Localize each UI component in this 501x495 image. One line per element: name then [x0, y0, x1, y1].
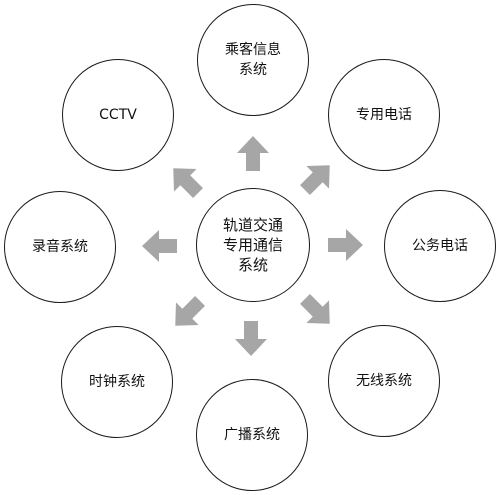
arrow-shape — [175, 296, 205, 326]
node-broadcast: 广播系统 — [196, 379, 308, 491]
arrow-up-left-icon — [173, 168, 203, 198]
node-recording: 录音系统 — [4, 191, 116, 303]
arrow-down-icon — [235, 321, 267, 356]
node-passenger-info: 乘客信息 系统 — [197, 4, 309, 116]
arrow-up-right-icon — [300, 165, 330, 195]
arrow-down-left-icon — [175, 296, 205, 326]
arrow-shape — [235, 321, 267, 356]
node-dedicated-phone: 专用电话 — [328, 59, 440, 171]
node-wireless: 无线系统 — [328, 325, 440, 437]
node-cctv: CCTV — [62, 59, 174, 171]
node-public-phone: 公务电话 — [384, 190, 496, 302]
center-node-rail-communication: 轨道交通 专用通信 系统 — [196, 188, 310, 302]
arrow-shape — [173, 168, 203, 198]
arrow-shape — [300, 165, 330, 195]
arrow-shape — [300, 294, 330, 324]
node-clock: 时钟系统 — [61, 326, 173, 438]
arrow-left-icon — [142, 230, 177, 262]
arrow-down-right-icon — [300, 294, 330, 324]
arrow-shape — [142, 230, 177, 262]
arrow-up-icon — [237, 136, 269, 171]
arrow-shape — [237, 136, 269, 171]
arrow-shape — [328, 229, 363, 261]
arrow-right-icon — [328, 229, 363, 261]
